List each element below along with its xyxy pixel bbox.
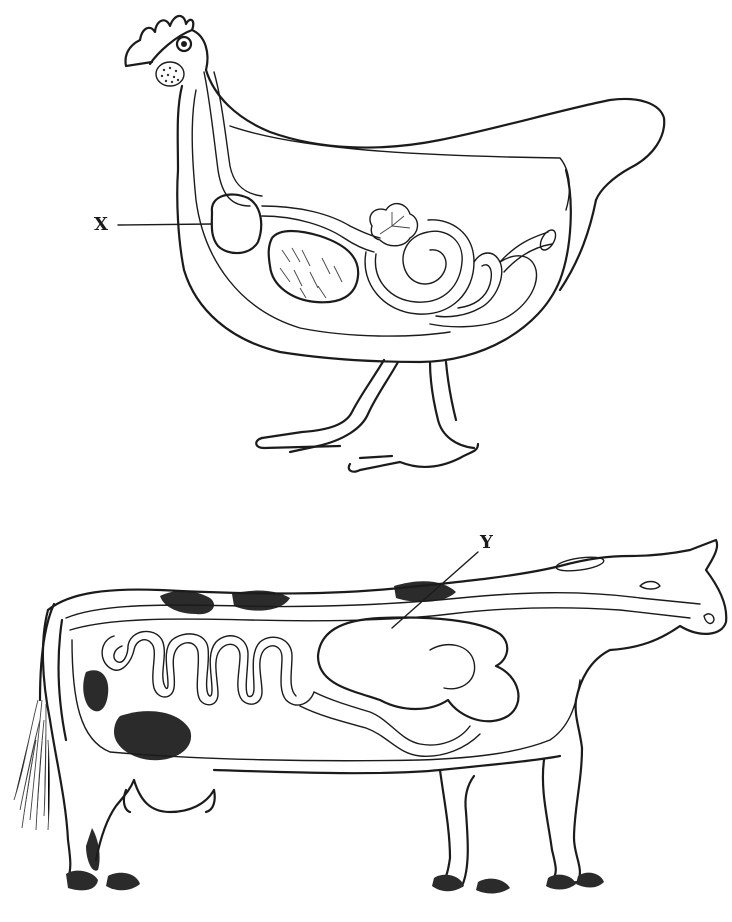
hen-pupil <box>181 41 187 47</box>
cow-stomach-fold <box>430 645 475 689</box>
cow-mid-leg-back <box>462 776 474 886</box>
hen-tail-under <box>560 200 596 290</box>
hen-gizzard-rays <box>380 212 410 234</box>
hen-oesophagus-back <box>214 72 262 196</box>
cow-ear <box>555 555 604 574</box>
hen-intestine-coil-2-inner <box>458 265 491 308</box>
cow-small-intestine-inner <box>114 631 296 696</box>
cow-front-leg-left <box>543 760 556 880</box>
cow-front-leg-right <box>560 748 582 884</box>
hen-liver <box>269 231 358 302</box>
cow-rear-outline <box>43 610 92 880</box>
cow-patch-rump <box>83 670 108 711</box>
hen-wattle-dots <box>161 67 179 83</box>
cow-rump-inner <box>59 620 66 740</box>
hen-intestine-coil-1 <box>375 231 462 302</box>
label-x: X <box>94 214 108 235</box>
cow-rear-leg-front-edge <box>96 780 134 860</box>
hen-leg-left-back <box>290 362 398 452</box>
cow-hoof-3 <box>432 875 464 892</box>
cow-udder <box>134 780 214 812</box>
hen-leg-right-back <box>446 362 456 420</box>
label-x-pointer <box>118 224 212 225</box>
hen-cloaca <box>537 227 558 252</box>
hen-toe-right <box>360 456 392 458</box>
cow-intestine-to-stomach-lower <box>300 706 480 756</box>
cow-figure <box>14 540 726 894</box>
hen-liver-hatching <box>280 248 342 298</box>
cow-hoof-2 <box>106 873 140 891</box>
hen-back-line <box>230 126 569 210</box>
cow-teat-2 <box>206 790 215 812</box>
cow-hoof-5 <box>546 875 576 890</box>
cow-hoof-6 <box>576 873 604 888</box>
hen-oesophagus-front <box>204 72 250 206</box>
cow-hoof-4 <box>476 879 510 894</box>
cow-patch-back-1 <box>160 591 214 614</box>
hen-wattle <box>156 62 184 86</box>
hen-back-tail <box>206 70 664 200</box>
cow-tail-tuft <box>14 700 50 830</box>
cow-eye <box>640 582 660 590</box>
hen-beak-upper <box>126 40 152 66</box>
hen-figure <box>126 16 665 472</box>
hen-leg-left <box>262 360 384 438</box>
cow-hoof-1 <box>66 871 98 891</box>
cow-mid-leg <box>440 770 462 886</box>
cow-nostril <box>704 614 714 624</box>
label-y: Y <box>479 532 494 553</box>
cow-belly-line <box>214 756 560 773</box>
